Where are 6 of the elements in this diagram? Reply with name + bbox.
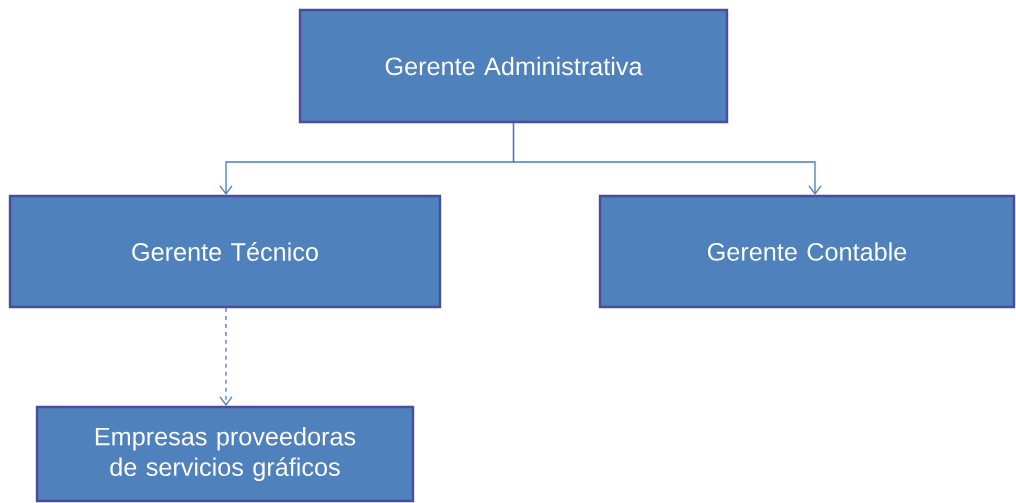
arrow (512, 122, 822, 195)
process-box: Gerente Administrativa (298, 8, 729, 124)
process-box: Empresas proveedoras de servicios gráficos (35, 405, 415, 503)
arrow (219, 307, 233, 406)
process-box: Gerente Contable (598, 194, 1016, 309)
process-box: Gerente Técnico (8, 194, 442, 309)
